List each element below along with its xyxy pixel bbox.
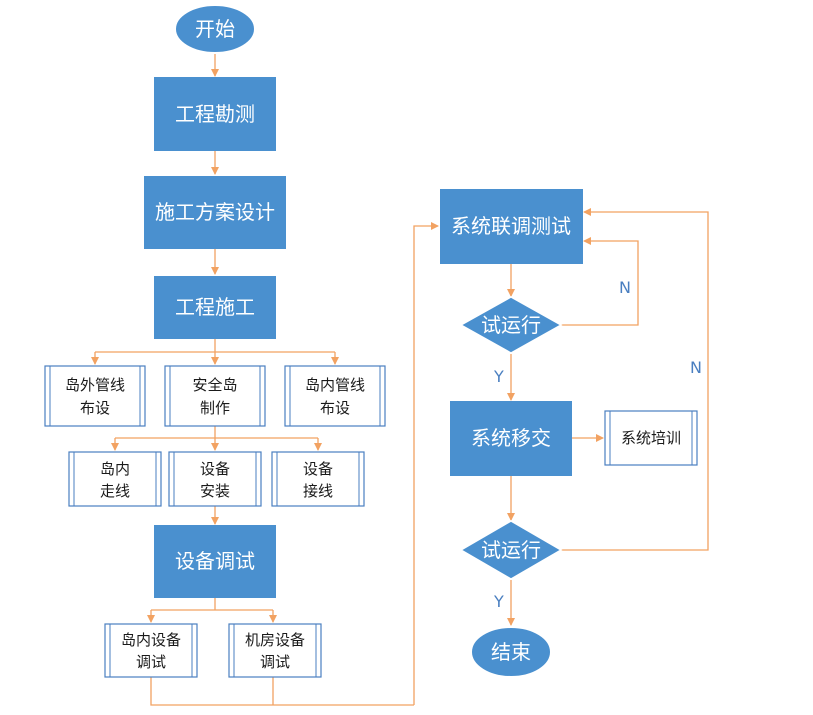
node-safety-island-line2: 制作 (200, 399, 230, 417)
edge-trial2-no (561, 208, 709, 551)
node-survey-label: 工程勘测 (175, 102, 255, 126)
connectors (91, 52, 709, 706)
node-joint-debug: 系统联调测试 (440, 189, 583, 264)
edge-trial1-no (560, 237, 639, 326)
node-equipment-install-line2: 安装 (200, 482, 230, 500)
edge-to-joint-debug (413, 222, 439, 705)
node-handover: 系统移交 (450, 401, 572, 476)
edge-label-trial1-no: N (619, 278, 631, 297)
node-plan-design: 施工方案设计 (144, 176, 286, 249)
node-end: 结束 (470, 626, 552, 678)
node-handover-label: 系统移交 (471, 426, 551, 450)
node-outer-pipeline-line1: 岛外管线 (65, 376, 125, 394)
edge-label-trial2-no: N (690, 358, 702, 377)
node-survey: 工程勘测 (154, 77, 276, 151)
node-trial-run-2-label: 试运行 (481, 538, 541, 562)
node-safety-island-line1: 安全岛 (192, 376, 237, 394)
node-equipment-wiring-line2: 接线 (303, 482, 333, 500)
node-room-debug-line2: 调试 (260, 653, 290, 671)
node-joint-debug-label: 系统联调测试 (451, 214, 571, 238)
node-equipment-debug-label: 设备调试 (175, 549, 255, 573)
node-construction: 工程施工 (154, 276, 276, 339)
node-outer-pipeline: 岛外管线 布设 (44, 365, 146, 427)
node-equipment-debug: 设备调试 (154, 525, 276, 598)
node-inner-pipeline-line1: 岛内管线 (305, 376, 365, 394)
node-inner-pipeline: 岛内管线 布设 (284, 365, 386, 427)
node-island-debug-line2: 调试 (136, 653, 166, 671)
node-inner-wiring-line1: 岛内 (100, 460, 130, 478)
node-equipment-wiring: 设备 接线 (271, 451, 365, 507)
node-trial-run-1-label: 试运行 (481, 313, 541, 337)
node-inner-wiring-line2: 走线 (100, 482, 130, 500)
edge-label-trial2-yes: Y (493, 592, 504, 611)
node-training: 系统培训 (604, 410, 698, 466)
node-equipment-wiring-line1: 设备 (303, 460, 333, 478)
node-inner-wiring: 岛内 走线 (68, 451, 162, 507)
node-island-debug-line1: 岛内设备 (121, 631, 181, 649)
node-start-label: 开始 (195, 17, 235, 41)
edge-label-trial1-yes: Y (493, 367, 504, 386)
node-safety-island: 安全岛 制作 (164, 365, 266, 427)
node-room-debug: 机房设备 调试 (228, 623, 322, 678)
edge-island-debug-down (150, 677, 414, 706)
node-training-label: 系统培训 (621, 429, 681, 447)
node-island-debug: 岛内设备 调试 (104, 623, 198, 678)
node-outer-pipeline-line2: 布设 (80, 399, 110, 417)
node-trial-run-1: 试运行 (459, 296, 563, 354)
node-plan-design-label: 施工方案设计 (155, 200, 275, 224)
node-equipment-install-line1: 设备 (200, 460, 230, 478)
node-construction-label: 工程施工 (175, 295, 255, 319)
node-room-debug-line1: 机房设备 (245, 631, 305, 649)
node-end-label: 结束 (491, 640, 531, 664)
node-start: 开始 (174, 4, 256, 54)
node-trial-run-2: 试运行 (459, 520, 563, 580)
node-inner-pipeline-line2: 布设 (320, 399, 350, 417)
node-equipment-install: 设备 安装 (168, 451, 262, 507)
